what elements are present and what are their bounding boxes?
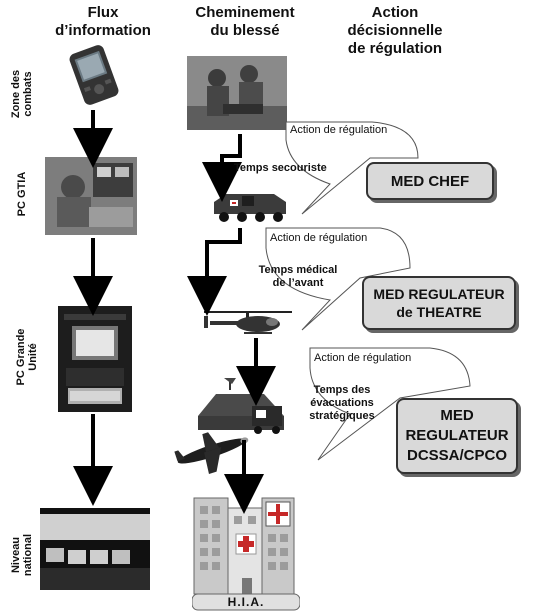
header-cheminement: Cheminement du blessé — [195, 4, 295, 39]
action-label-3: Action de régulation — [314, 352, 412, 364]
action-label-2: Action de régulation — [270, 232, 368, 244]
header-flux: Flux d’information — [55, 4, 151, 39]
time-label-medical: Temps médical de l’avant — [258, 264, 338, 289]
regulation-callout-3 — [309, 347, 471, 461]
hospital-label: H.I.A. — [227, 595, 265, 609]
time-label-evacuations: Temps des évacuations stratégiques — [309, 384, 375, 422]
pda-device-image — [62, 44, 126, 106]
action-label-1: Action de régulation — [290, 124, 388, 136]
regulation-callout-1 — [285, 121, 419, 215]
med-regulateur-theatre-box: MED REGULATEUR de THEATRE — [362, 276, 516, 330]
wounded-soldier-photo — [187, 56, 287, 130]
national-control-room-photo — [40, 508, 150, 590]
time-label-secouriste: Temps secouriste — [234, 162, 327, 174]
header-action: Action décisionnelle de régulation — [347, 4, 443, 57]
med-chef-box: MED CHEF — [366, 162, 494, 200]
airplane-icon — [170, 426, 254, 476]
casualty-path-arrows — [187, 134, 276, 514]
pc-grande-unite-photo — [58, 306, 132, 412]
med-regulateur-dcssa-box: MED REGULATEUR DCSSA/CPCO — [396, 398, 518, 474]
regulation-callout-2 — [265, 227, 411, 331]
hospital-building-icon — [192, 494, 300, 612]
pc-gtia-photo — [45, 157, 137, 235]
